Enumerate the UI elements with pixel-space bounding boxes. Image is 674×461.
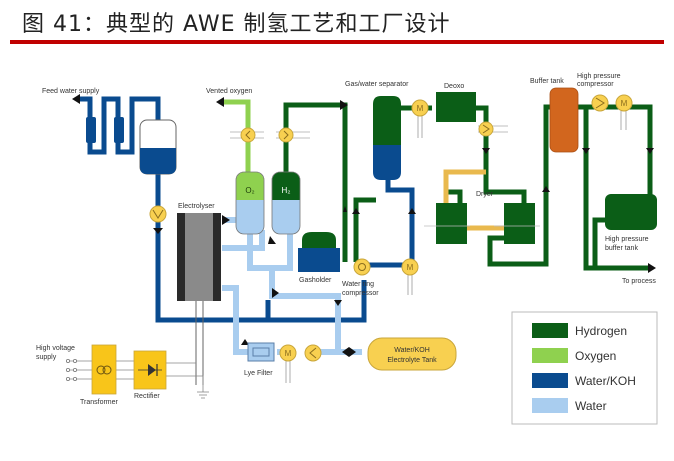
feed-water-arrow (72, 94, 80, 104)
water-ring-motor: M (401, 258, 419, 295)
svg-text:Hydrogen: Hydrogen (575, 324, 627, 338)
title-underline (10, 40, 664, 44)
legend: Hydrogen Oxygen Water/KOH Water (511, 311, 658, 425)
buffer-tank-label: Buffer tank (530, 78, 564, 85)
legend-item-hydrogen: Hydrogen (532, 323, 627, 338)
hydrogen-cooler (276, 127, 310, 143)
legend-swatch (532, 373, 568, 388)
svg-text:M: M (285, 349, 292, 358)
dryer-to-buffer-pipe (487, 104, 552, 267)
supply-terminals (66, 358, 78, 381)
hydrogen-pipes (283, 102, 653, 271)
vented-oxygen-label: Vented oxygen (206, 88, 252, 95)
dryer-column-1 (424, 203, 470, 244)
svg-text:M: M (407, 263, 414, 272)
gas-water-separator-label: Gas/water separator (345, 81, 409, 88)
hp-compressor-label-1: High pressure (577, 73, 621, 80)
hp-buffer-tank-label-2: buffer tank (605, 245, 638, 252)
high-voltage-supply-label-1: High voltage (36, 345, 75, 352)
svg-text:M: M (621, 99, 628, 108)
electrolyte-tank: Water/KOH Electrolyte Tank (367, 337, 457, 371)
gasholder-to-separator-pipe (353, 197, 376, 262)
gas-water-separator (373, 96, 401, 180)
oxygen-cooler (230, 127, 264, 143)
electrical-lines (70, 360, 209, 399)
legend-swatch (532, 323, 568, 338)
oxygen-separator (235, 171, 265, 235)
dryer-column-2 (494, 203, 540, 244)
dryer-regen-pipes (443, 169, 505, 231)
hp-compressor (591, 94, 609, 112)
electrolyser (177, 213, 221, 385)
deoxo-to-dryer-pipe (476, 105, 527, 212)
water-pipes (222, 217, 362, 355)
svg-text:M: M (417, 104, 424, 113)
lye-motor: M (279, 344, 297, 383)
gasholder (298, 232, 340, 272)
legend-item-oxygen: Oxygen (532, 348, 616, 363)
figure-title: 图 41：典型的 AWE 制氢工艺和工厂设计 (22, 12, 451, 37)
oxygen-pipes (220, 99, 251, 176)
deoxo-unit (436, 92, 476, 122)
water-ring-compressor-label-1: Water ring (342, 281, 374, 288)
electrolyser-label: Electrolyser (178, 203, 215, 210)
svg-text:Oxygen: Oxygen (575, 349, 616, 363)
separator-return-pipe (362, 175, 415, 268)
feed-filter-1 (86, 117, 96, 143)
deoxo-label: Deoxo (444, 83, 464, 90)
flow-arrows (72, 94, 656, 357)
svg-text:Electrolyte Tank: Electrolyte Tank (387, 357, 437, 364)
feed-to-electrolyser-pipe (155, 172, 367, 323)
legend-swatch (532, 398, 568, 413)
vented-oxygen-pipe (220, 99, 251, 176)
h2-label: H₂ (282, 186, 291, 195)
gasholder-label: Gasholder (299, 277, 332, 284)
o2-label: O₂ (245, 186, 254, 195)
legend-item-water-koh: Water/KOH (532, 373, 636, 388)
transformer-label: Transformer (80, 399, 119, 406)
svg-text:Water/KOH: Water/KOH (394, 347, 430, 354)
lye-filter (247, 342, 275, 362)
buffer-tank (549, 87, 579, 153)
hp-buffer-tank-label-1: High pressure (605, 236, 649, 243)
high-voltage-supply-label-2: supply (36, 354, 57, 361)
feed-water-supply-label: Feed water supply (42, 88, 100, 95)
deoxo-cooler (478, 121, 508, 137)
separator-motor: M (411, 99, 429, 138)
water-ring-compressor-label-2: compressor (342, 290, 379, 297)
lye-filter-label: Lye Filter (244, 370, 273, 377)
water-ring-compressor (353, 258, 371, 276)
to-process-arrow (648, 263, 656, 273)
rectifier-label: Rectifier (134, 393, 160, 400)
svg-text:Water/KOH: Water/KOH (575, 374, 636, 388)
feed-pump (149, 205, 167, 223)
vented-oxygen-arrow (216, 97, 224, 107)
feed-filter-2 (114, 117, 124, 143)
lye-pump (304, 344, 322, 362)
hp-compressor-label-2: compressor (577, 81, 614, 88)
legend-item-water: Water (532, 398, 607, 413)
feed-water-tank (139, 119, 177, 175)
legend-swatch (532, 348, 568, 363)
hp-compressor-motor: M (615, 94, 633, 130)
hp-buffer-tank (605, 194, 657, 230)
transformer (91, 344, 117, 395)
to-process-label: To process (622, 278, 656, 285)
dryer-label: Dryer (476, 191, 494, 198)
rectifier (133, 350, 167, 390)
svg-text:Water: Water (575, 399, 607, 413)
to-process-pipe (583, 107, 650, 271)
hydrogen-separator (271, 171, 301, 235)
